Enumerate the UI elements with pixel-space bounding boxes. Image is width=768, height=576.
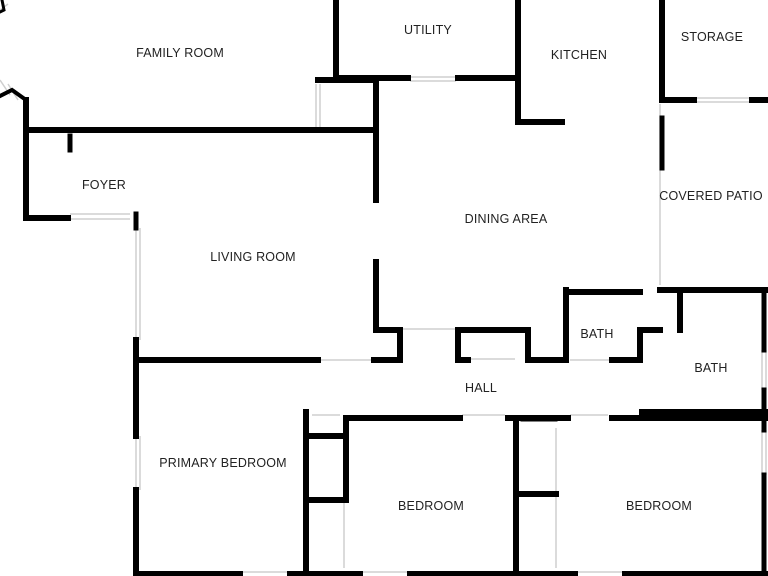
primary-bedroom-label: PRIMARY BEDROOM bbox=[159, 456, 287, 470]
wall-closet-primary bbox=[303, 415, 463, 503]
wall-bath-bottom bbox=[609, 327, 663, 363]
wall-kitchen bbox=[515, 0, 565, 125]
bath-small-label: BATH bbox=[580, 327, 614, 341]
wall-storage-left bbox=[659, 0, 697, 103]
living-room-label: LIVING ROOM bbox=[210, 250, 296, 264]
wall-hall-closet bbox=[455, 327, 569, 363]
kitchen-label: KITCHEN bbox=[550, 48, 608, 62]
wall-foyer-left bbox=[23, 97, 71, 221]
hall-label: HALL bbox=[464, 381, 498, 395]
utility-label: UTILITY bbox=[404, 23, 452, 37]
family-room-label: FAMILY ROOM bbox=[136, 46, 224, 60]
bedroom-right-label: BEDROOM bbox=[626, 499, 692, 513]
wall-utility-left bbox=[333, 0, 411, 81]
storage-label: STORAGE bbox=[680, 30, 744, 44]
wall-bay bbox=[0, 87, 29, 103]
covered-patio-label: COVERED PATIO bbox=[659, 189, 763, 203]
wall-hall-closet-left bbox=[455, 327, 471, 363]
dining-area-label: DINING AREA bbox=[464, 212, 548, 226]
bedroom-middle-label: BEDROOM bbox=[398, 499, 464, 513]
foyer-label: FOYER bbox=[81, 178, 127, 192]
wall-living-hall bbox=[371, 327, 403, 363]
bath-right-label: BATH bbox=[694, 361, 728, 375]
wall-dining-left-bottom bbox=[373, 259, 403, 333]
openings bbox=[0, 3, 767, 573]
bay-window-marks bbox=[0, 3, 19, 101]
